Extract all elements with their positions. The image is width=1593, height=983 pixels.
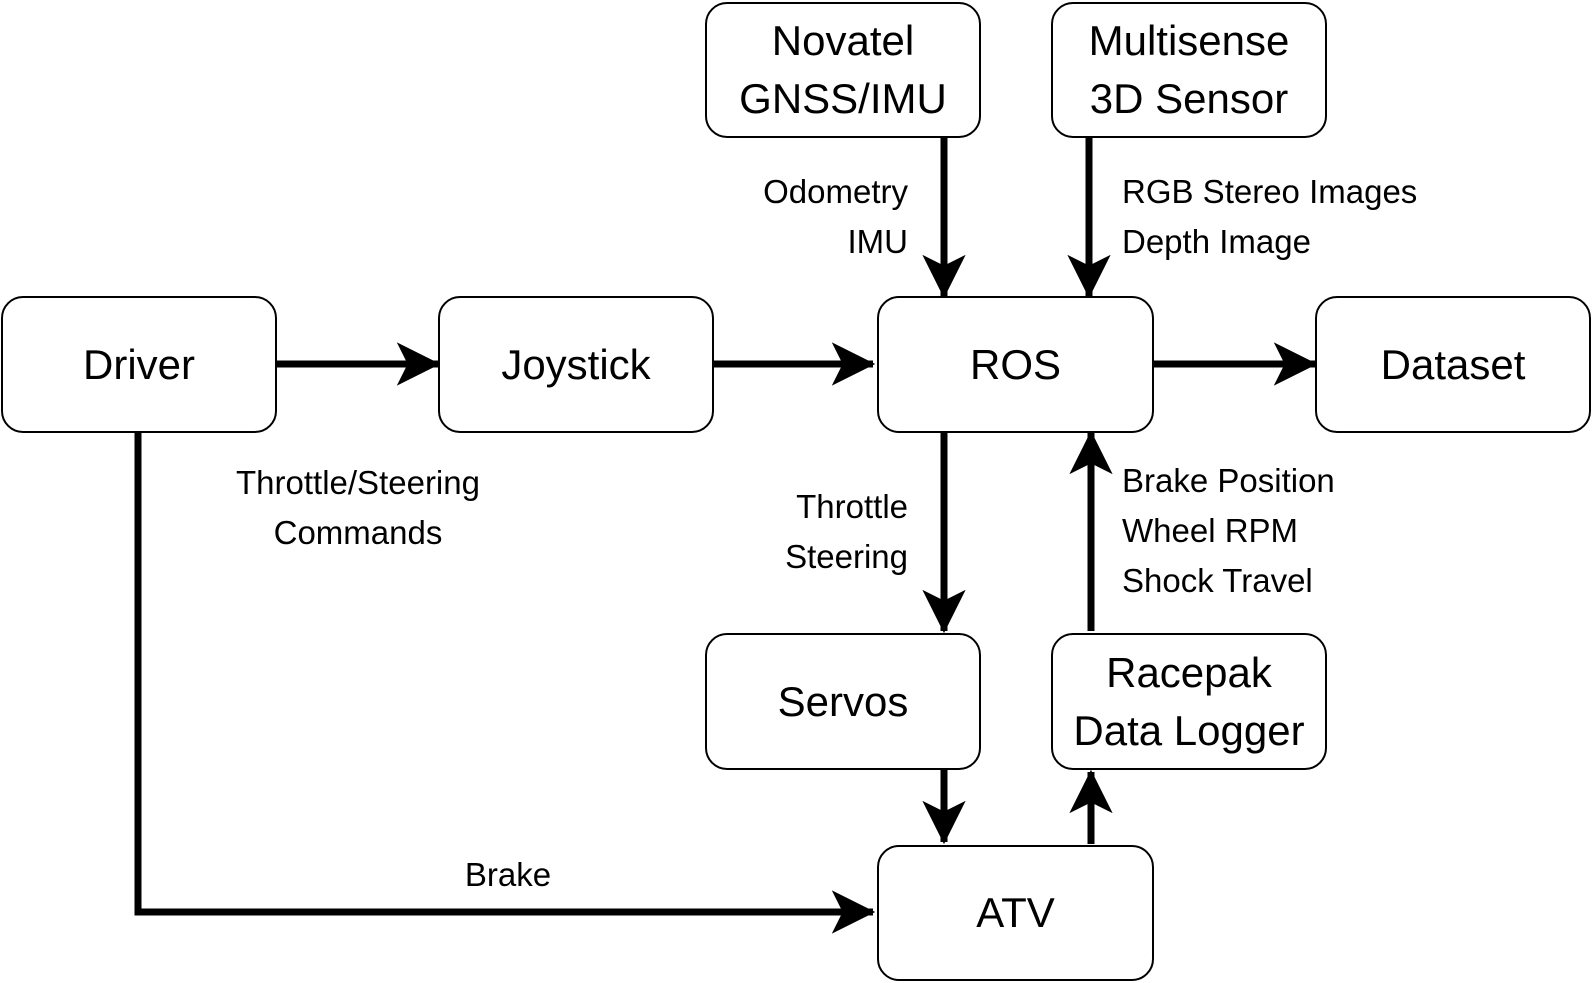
edge-label-throttle-steering-commands: Throttle/Steering Commands [208,458,508,558]
node-joystick: Joystick [438,296,714,433]
edge-label-wheel-rpm: Wheel RPM [1122,512,1299,549]
node-joystick-label: Joystick [501,340,651,388]
node-multisense-line-2: 3D Sensor [1089,75,1289,122]
edge-label-brake-text: Brake [464,856,552,893]
edge-label-throttle: Throttle [796,488,908,525]
edge-label-odometry-imu: Odometry IMU [763,167,908,267]
node-driver-label: Driver [83,340,195,388]
edge-label-commands: Commands [273,514,443,551]
node-servos-label: Servos [777,677,909,725]
node-novatel-line-2: GNSS/IMU [739,75,947,122]
node-servos: Servos [705,633,981,770]
node-multisense-line-1: Multisense [1088,17,1290,64]
node-dataset: Dataset [1315,296,1591,433]
edge-label-odometry: Odometry [763,173,908,210]
edge-label-shock-travel: Shock Travel [1122,562,1313,599]
edge-label-brake: Brake [408,850,608,900]
node-atv-label: ATV [976,889,1055,936]
edge-label-sensor-images: RGB Stereo Images Depth Image [1122,167,1417,267]
node-racepak-line-2: Data Logger [1073,706,1305,754]
node-novatel-line-1: Novatel [771,17,915,64]
node-atv: ATV [877,845,1154,981]
node-ros-label: ROS [969,340,1061,388]
edge-label-steering: Steering [785,538,908,575]
node-dataset-label: Dataset [1380,340,1526,388]
node-ros: ROS [877,296,1154,433]
edge-label-throttle-steering: Throttle/Steering [236,464,480,501]
edge-label-depth-image: Depth Image [1122,223,1311,260]
node-racepak-line-1: Racepak [1106,648,1272,696]
edge-label-racepak-data: Brake Position Wheel RPM Shock Travel [1122,456,1335,606]
edge-label-imu: IMU [847,223,909,260]
node-racepak-data-logger: Racepak Data Logger [1051,633,1327,770]
edge-label-rgb-stereo-images: RGB Stereo Images [1122,173,1418,210]
edge-label-servo-commands: Throttle Steering [785,482,908,582]
arrow-driver-to-atv [134,433,876,934]
node-driver: Driver [1,296,277,433]
node-novatel-gnss-imu: Novatel GNSS/IMU [705,2,981,138]
node-multisense-3d-sensor: Multisense 3D Sensor [1051,2,1327,138]
edge-label-brake-position: Brake Position [1122,462,1335,499]
